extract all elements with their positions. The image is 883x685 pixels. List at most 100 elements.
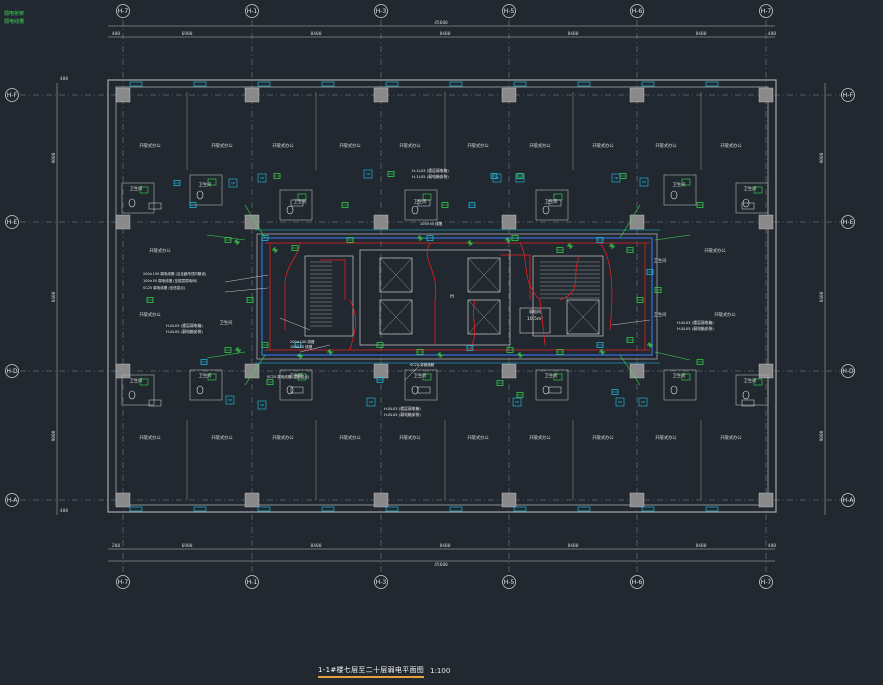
outlet-device [646,269,654,275]
room-label-office: 开敞式办公 [592,142,614,149]
dim-top-span: 8400 [311,31,322,37]
outlet-device [611,389,619,395]
structural-column [115,363,131,379]
wash-basin [681,178,691,186]
dim-left-offset: 400 [60,76,68,82]
corridor-wall [256,233,658,360]
wash-basin [553,373,563,381]
annotation-texts: H-1L03 (楼层弱电箱)H-1L05 (弱电箱安装)H-8L03 (楼层弱电… [143,168,714,417]
toilet-room [535,189,569,221]
toilet-room [663,174,697,206]
info-point-text: TP [515,401,519,405]
elevator-box [566,299,600,335]
axis-label: H-5 [504,579,515,586]
axis-bubble-right: H-F [841,88,855,102]
info-point-text: TP [228,399,232,403]
room-label-toilet: 卫生间 [199,181,212,188]
info-point-tag: TP [492,173,502,183]
axis-label: H-D [842,368,854,375]
structural-column [244,363,260,379]
axis-bubble-left: H-A [5,493,19,507]
info-point-frame [515,173,525,183]
axis-bubble-circle [5,215,19,229]
outlet-device [266,379,274,385]
info-point-frame [512,397,522,407]
info-point-frame [366,397,376,407]
drawing-scale: 1:100 [430,667,451,675]
wash-basin [753,186,763,194]
outlet-device [341,202,349,208]
annotation-cable_2: 100×50 线槽 [420,221,443,226]
room-label-office: 开敞式办公 [211,434,233,441]
dim-top-offset: 400 [112,31,120,37]
ap-stroke [517,352,523,358]
info-point-frame [492,173,502,183]
cable-run [519,242,546,346]
elevator-cross [467,299,501,335]
wash-basin [139,186,149,194]
weak-current-box [741,202,755,210]
toilet-fixture [742,390,750,400]
info-point-text: TP [369,401,373,405]
annotation-cable_1: 200×100 线槽 [290,339,315,344]
axis-bubble-circle [759,4,773,18]
cable-drop [619,204,641,239]
wash-basin [207,178,217,186]
window-top [193,81,207,87]
room-label-office: 开敞式办公 [655,434,677,441]
structural-column [373,214,389,230]
axis-bubble-circle [116,4,130,18]
dim-bottom-span: 8400 [440,543,451,549]
structural-column [629,214,645,230]
outlet-device [626,337,634,343]
cable-run [599,242,613,331]
info-point-text: TP [518,177,522,181]
axis-bubble-top: H-3 [374,4,388,18]
axis-bubble-circle [374,4,388,18]
legend-item-tray: 弱电桥架 [4,11,25,17]
room-label-toilet: 卫生间 [130,185,143,192]
outlet-device [376,377,384,383]
leader-line [279,317,311,331]
outlet-device [556,349,564,355]
annotation-note_2: 100×50 弱电线槽 (至楼层弱电间) [143,278,198,283]
info-point-tag: TP [257,173,267,183]
elevator-box [379,299,413,335]
ap-stroke [272,247,278,253]
room-label-office: 开敞式办公 [139,311,161,318]
room-label-office: 开敞式办公 [467,142,489,149]
structural-column [115,492,131,508]
room-label-office: 开敞式办公 [139,142,161,149]
info-point-text: TP [641,401,645,405]
info-point-tag: TP [228,178,238,188]
axis-label: H-5 [504,8,515,15]
window-bottom [577,506,591,512]
outlet-device [200,359,208,365]
wash-basin [422,373,432,381]
cable-run [426,242,437,345]
axis-label: H-7 [118,8,129,15]
info-point-tag: TP [257,400,267,410]
structural-column [373,492,389,508]
annotation-left_a: H-8L03 (楼层弱电箱) [166,323,203,328]
dim-top-span: 8400 [568,31,579,37]
cable-run [349,299,357,351]
access-point [417,235,423,241]
leader-line [404,364,421,381]
info-point-frame [615,397,625,407]
annotation-note_1: 200×100 弱电线槽 (沿走廊吊顶内敷设) [143,271,207,276]
info-point-tag: TP [639,177,649,187]
structural-column [758,363,774,379]
ap-stroke [609,243,615,249]
dim-bottom-edge: 200 [112,543,120,549]
axis-bubble-circle [5,493,19,507]
dim-right-span: 8400 [819,291,825,302]
info-point-text: TP [260,404,264,408]
window-top [257,81,271,87]
dim-left-span: 9000 [51,430,57,441]
axis-bubble-circle [502,575,516,589]
outlet-device [224,237,232,243]
cable-run [469,299,476,351]
leader-line [299,344,331,353]
weak-current-box [148,399,162,407]
